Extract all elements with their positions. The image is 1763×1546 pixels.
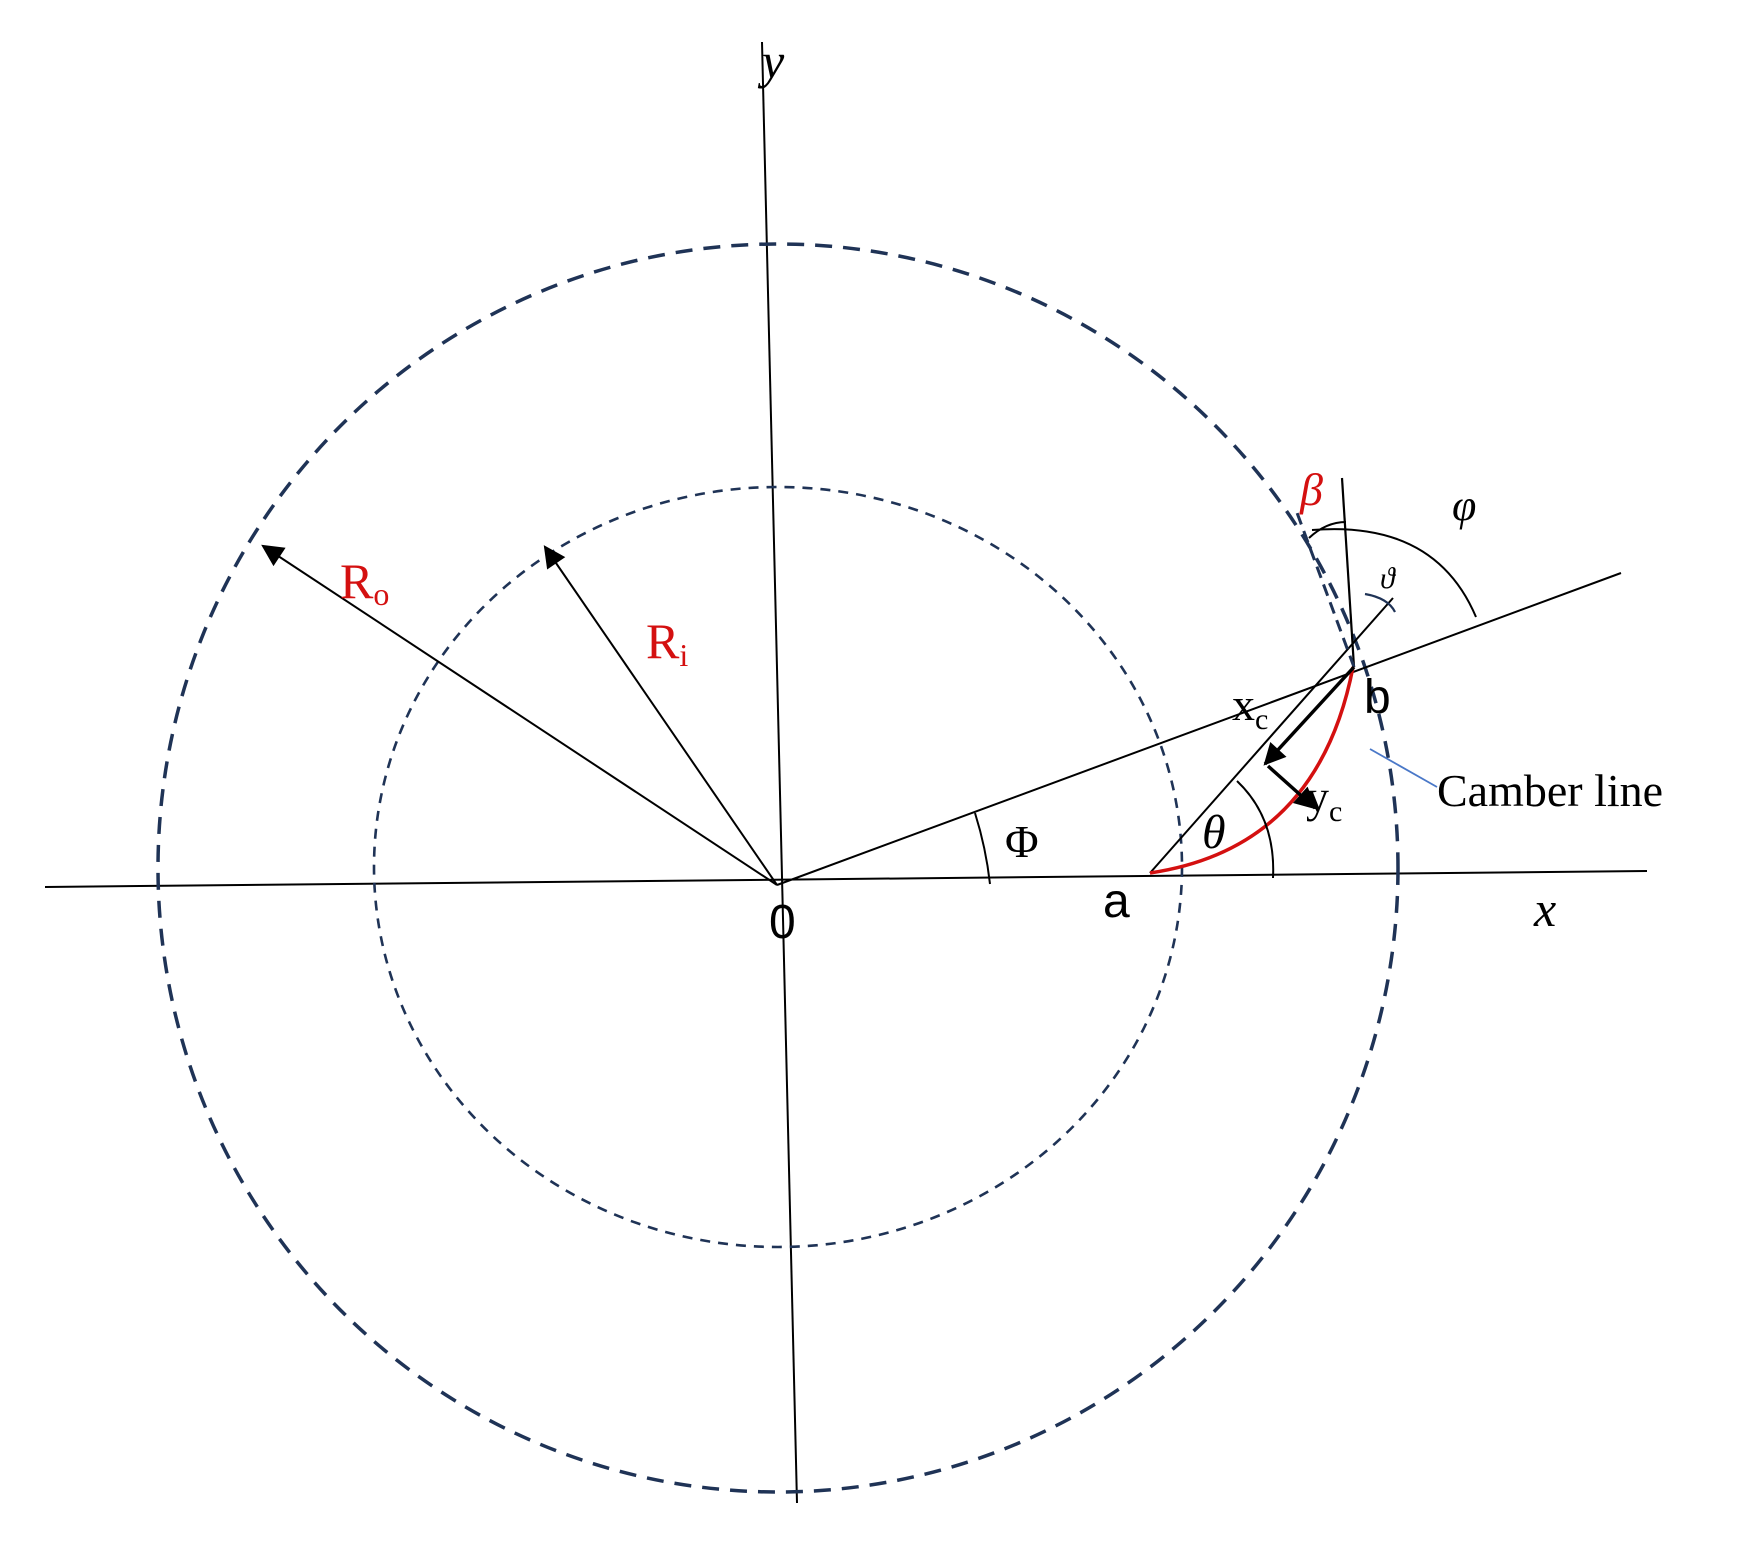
xc-label: xc xyxy=(1232,679,1268,736)
point-b-label: b xyxy=(1364,671,1391,724)
chord-line xyxy=(1149,597,1394,874)
outer-radius-label-main: R xyxy=(340,553,374,609)
tangent-line-at-b xyxy=(1294,509,1356,668)
outer-radius-arrow xyxy=(261,544,778,886)
angle-vartheta-label: ϑ xyxy=(1380,562,1397,595)
theta-angle-arc xyxy=(1236,780,1275,879)
Phi-angle-arc xyxy=(974,812,991,885)
point-a-label: a xyxy=(1103,875,1130,928)
outer-radius-label-sub: o xyxy=(373,576,389,612)
outer-radius-label: Ro xyxy=(340,553,389,612)
origin-label: 0 xyxy=(769,896,796,949)
inner-radius-arrow xyxy=(543,545,778,886)
varphi-angle-arc xyxy=(1311,528,1477,618)
camber-line-leader xyxy=(1369,748,1438,788)
angle-beta-label: β xyxy=(1299,464,1323,515)
inner-circle xyxy=(372,485,1184,1249)
beta-angle-arc xyxy=(1308,521,1347,539)
x-axis-line xyxy=(44,870,1648,888)
vartheta-angle-arc xyxy=(1364,592,1396,613)
yc-arrow xyxy=(1266,764,1317,810)
camber-line-arc xyxy=(1149,666,1355,875)
radial-line-to-b xyxy=(776,572,1622,886)
xc-label-main: x xyxy=(1232,679,1255,730)
xc-arrow xyxy=(1263,665,1356,766)
yc-label: yc xyxy=(1306,771,1342,828)
angle-varphi-label: φ xyxy=(1452,481,1476,530)
xc-label-sub: c xyxy=(1255,703,1268,736)
yc-label-main: y xyxy=(1306,771,1329,822)
axis-x-label: x xyxy=(1533,881,1556,937)
outer-circle xyxy=(156,242,1400,1494)
angle-Phi-label: Φ xyxy=(1005,816,1039,867)
angle-theta-label: θ xyxy=(1202,806,1226,859)
camber-line-label: Camber line xyxy=(1437,765,1663,816)
yc-label-sub: c xyxy=(1329,795,1342,828)
axis-y-label: y xyxy=(757,33,785,89)
y-axis-line xyxy=(761,41,798,1504)
inner-radius-label: Ri xyxy=(646,613,688,673)
inner-radius-label-main: R xyxy=(646,613,680,669)
blade-angle-line xyxy=(1340,477,1356,668)
inner-radius-label-sub: i xyxy=(679,637,688,673)
